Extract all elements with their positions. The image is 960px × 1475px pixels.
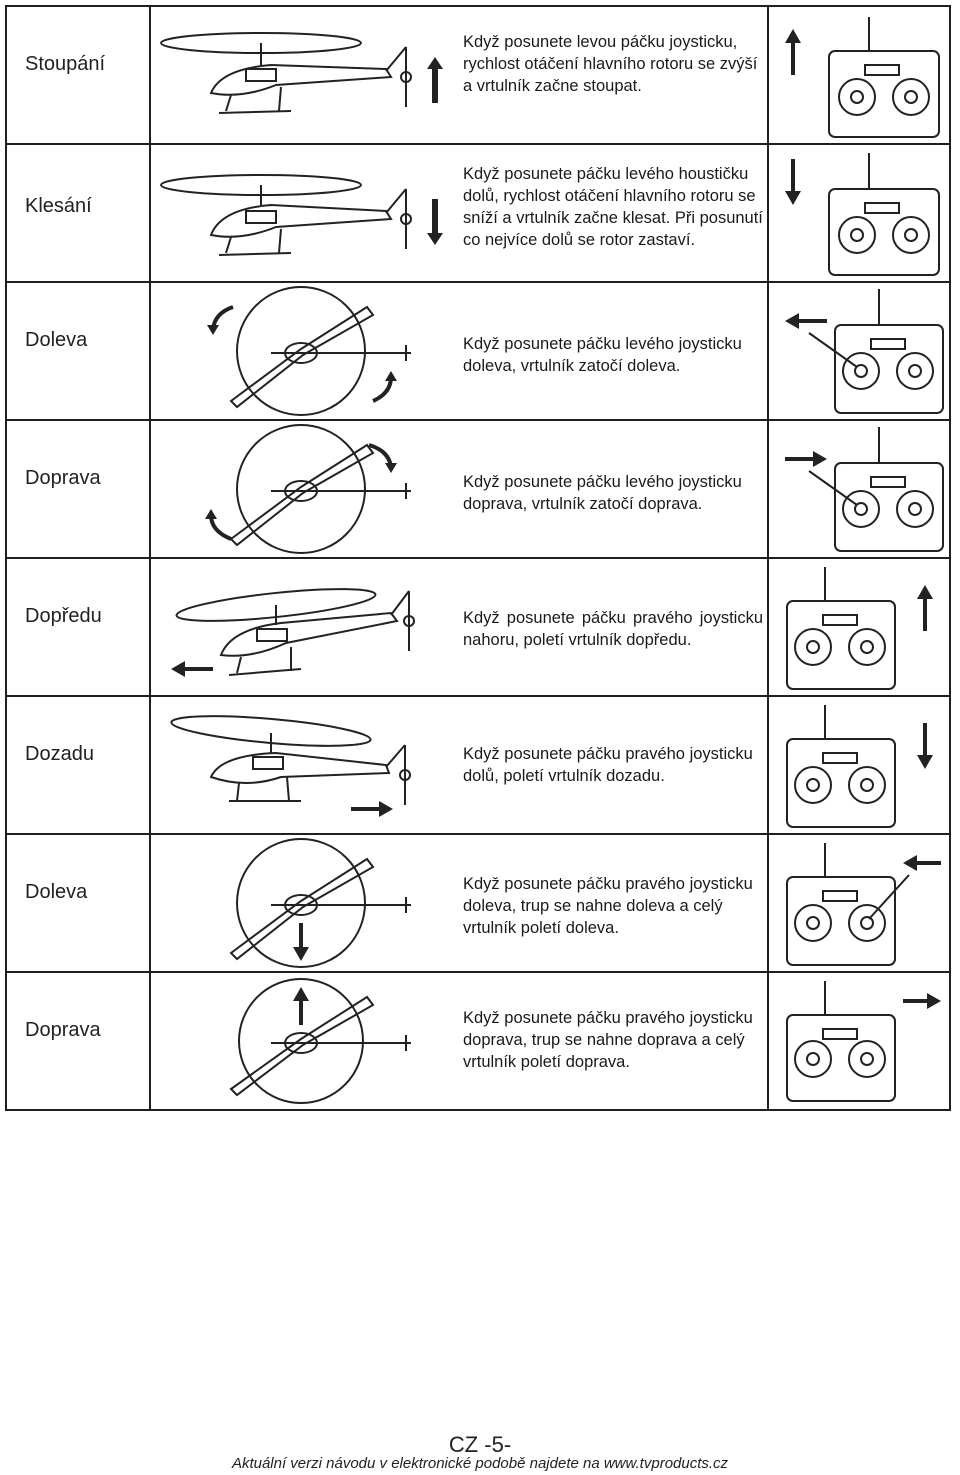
remote-controller-illustration <box>767 697 949 833</box>
helicopter-top-illustration <box>149 421 449 557</box>
row-label: Dozadu <box>25 743 94 766</box>
down-arrow-icon <box>293 923 309 961</box>
down-arrow-icon <box>427 199 443 245</box>
remote-controller-illustration <box>767 145 949 281</box>
helicopter-top-illustration <box>149 973 449 1109</box>
row-description: Když posunete páčku levého joysticku dop… <box>463 471 763 515</box>
right-arrow-icon <box>903 993 941 1009</box>
row-description: Když posunete páčku pravého joysticku na… <box>463 607 763 651</box>
helicopter-side-illustration <box>149 697 449 833</box>
instruction-table: Stoupání Když posunete levou páčku joyst… <box>5 5 951 1111</box>
table-row: Klesání Když posunete páčku levého houst… <box>7 145 949 283</box>
up-arrow-icon <box>917 585 933 631</box>
table-row: Doleva Když posunete páčku levého joysti… <box>7 283 949 421</box>
table-row: Doprava Když posunete páčku pravého joys… <box>7 973 949 1109</box>
remote-controller-illustration <box>767 421 949 557</box>
row-description: Když posunete páčku pravého joysticku do… <box>463 1007 763 1073</box>
footer-note: Aktuální verzi návodu v elektronické pod… <box>0 1455 960 1472</box>
row-label: Doprava <box>25 1019 101 1042</box>
down-arrow-icon <box>917 723 933 769</box>
row-description: Když posunete páčku pravého joysticku do… <box>463 873 763 939</box>
row-label: Klesání <box>25 195 92 218</box>
helicopter-side-illustration <box>149 145 449 281</box>
row-description: Když posunete levou páčku joysticku, ryc… <box>463 31 763 97</box>
row-label: Stoupání <box>25 53 105 76</box>
helicopter-top-illustration <box>149 283 449 419</box>
table-row: Stoupání Když posunete levou páčku joyst… <box>7 7 949 145</box>
down-arrow-icon <box>785 159 801 205</box>
table-row: Doleva Když posunete páčku pravého joyst… <box>7 835 949 973</box>
helicopter-side-illustration <box>149 7 449 143</box>
table-row: Dopředu Když posunete páčku pravého joys… <box>7 559 949 697</box>
table-row: Dozadu Když posunete páčku pravého joyst… <box>7 697 949 835</box>
right-arrow-icon <box>351 801 393 817</box>
remote-controller-illustration <box>767 7 949 143</box>
row-description: Když posunete páčku levého joysticku dol… <box>463 333 763 377</box>
up-arrow-icon <box>293 987 309 1025</box>
left-arrow-icon <box>171 661 213 677</box>
up-arrow-icon <box>785 29 801 75</box>
left-arrow-icon <box>785 313 827 329</box>
up-arrow-icon <box>427 57 443 103</box>
row-label: Doprava <box>25 467 101 490</box>
row-description: Když posunete páčku levého houstičku dol… <box>463 163 763 251</box>
row-label: Dopředu <box>25 605 102 628</box>
row-label: Doleva <box>25 881 87 904</box>
table-row: Doprava Když posunete páčku levého joyst… <box>7 421 949 559</box>
row-label: Doleva <box>25 329 87 352</box>
remote-controller-illustration <box>767 283 949 419</box>
row-description: Když posunete páčku pravého joysticku do… <box>463 743 763 787</box>
helicopter-side-illustration <box>149 559 449 695</box>
helicopter-top-illustration <box>149 835 449 971</box>
remote-controller-illustration <box>767 835 949 971</box>
left-arrow-icon <box>903 855 941 871</box>
remote-controller-illustration <box>767 559 949 695</box>
remote-controller-illustration <box>767 973 949 1109</box>
right-arrow-icon <box>785 451 827 467</box>
